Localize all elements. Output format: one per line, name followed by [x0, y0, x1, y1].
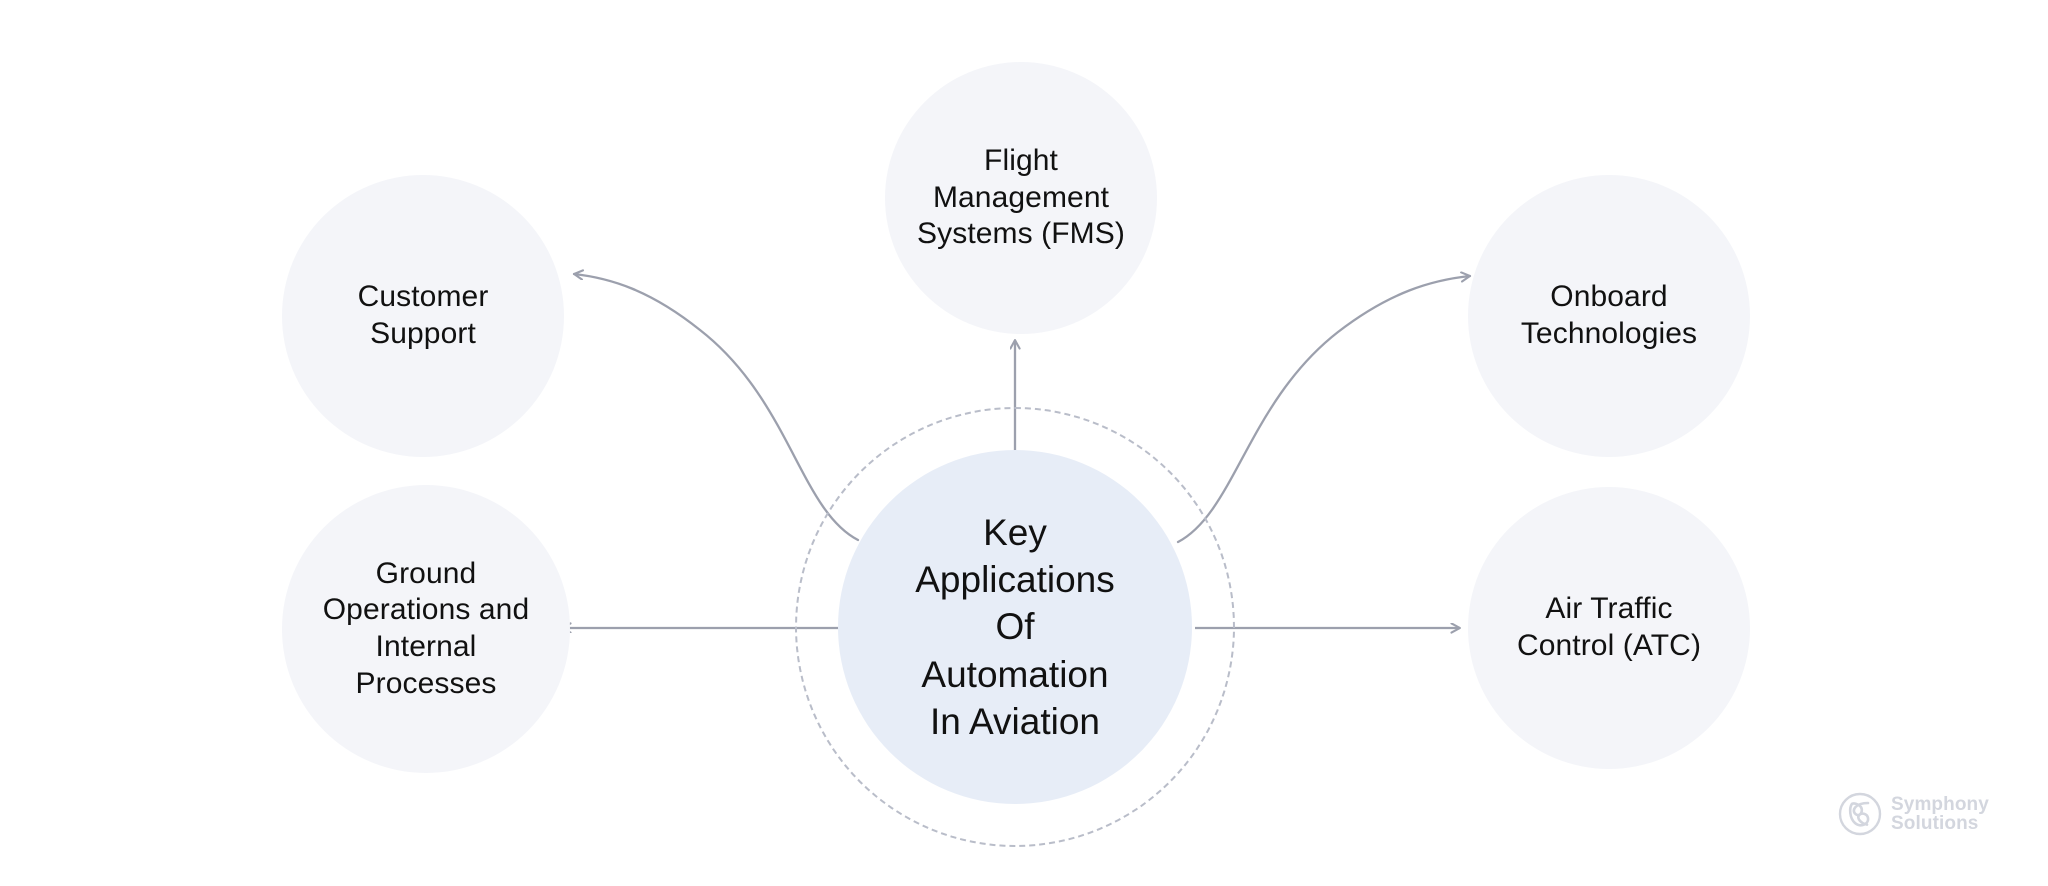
edge-to-onboard-technologies: [1176, 276, 1472, 544]
node-air-traffic-control[interactable]: Air Traffic Control (ATC): [1468, 487, 1750, 769]
node-onboard-technologies[interactable]: Onboard Technologies: [1468, 175, 1750, 457]
node-label-air-traffic-control: Air Traffic Control (ATC): [1516, 592, 1702, 662]
node-label-center: Key Applications Of Automation In Aviati…: [915, 511, 1115, 743]
symphony-solutions-logo-icon: [1838, 792, 1882, 836]
node-label-ground-operations: Ground Operations and Internal Processes: [322, 556, 530, 700]
node-label-customer-support: Customer Support: [357, 280, 489, 350]
node-ground-operations[interactable]: Ground Operations and Internal Processes: [282, 485, 570, 773]
edge-to-customer-support: [572, 274, 860, 542]
node-customer-support[interactable]: Customer Support: [282, 175, 564, 457]
watermark-symphony-solutions: Symphony Solutions: [1838, 792, 1989, 836]
node-label-onboard-technologies: Onboard Technologies: [1520, 280, 1698, 350]
node-flight-management-systems[interactable]: Flight Management Systems (FMS): [885, 62, 1157, 334]
center-dashed-ring: [795, 407, 1235, 847]
node-center-key-applications[interactable]: Key Applications Of Automation In Aviati…: [838, 450, 1192, 804]
node-label-flight-management-systems: Flight Management Systems (FMS): [917, 144, 1125, 251]
watermark-text: Symphony Solutions: [1891, 793, 1989, 834]
